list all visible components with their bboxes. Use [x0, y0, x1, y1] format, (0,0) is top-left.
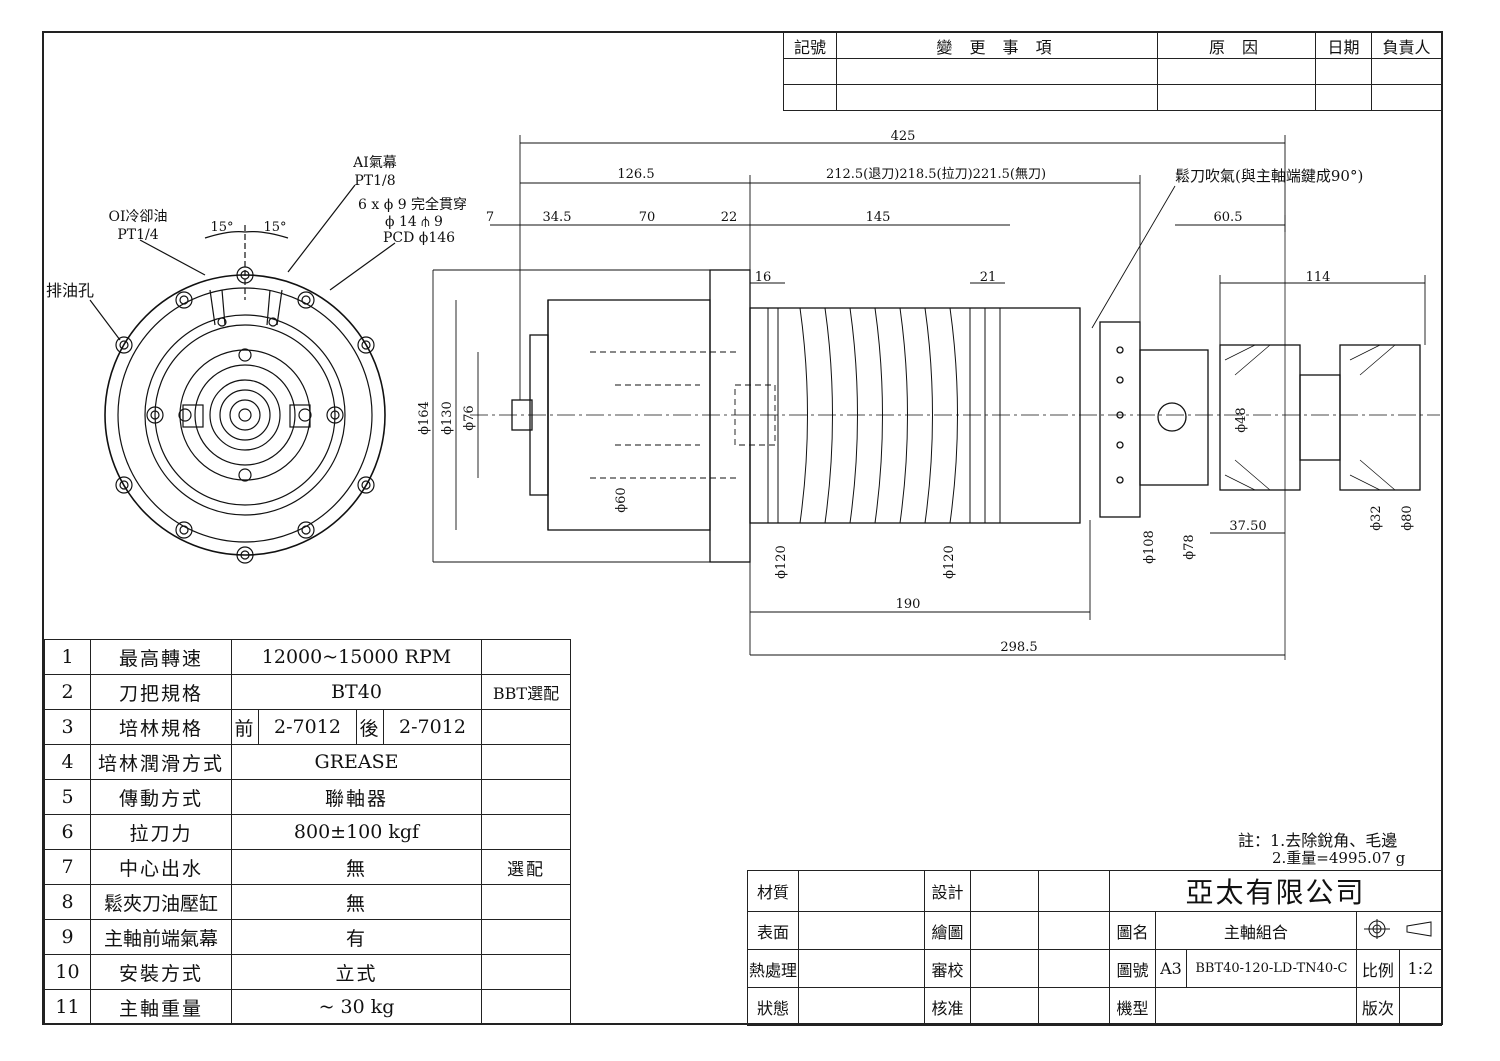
spec-row-7: 7 中心出水 無 選配 — [44, 849, 571, 885]
tb-version-label: 版次 — [1355, 987, 1400, 1026]
spec-row-6: 6 拉刀力 800±100 kgf — [44, 814, 571, 850]
dim-phi120-b: ϕ120 — [942, 545, 957, 579]
tb-review: 審校 — [924, 949, 971, 988]
tb-material: 材質 — [747, 870, 799, 912]
note-2: 2.重量=4995.07 g — [1272, 849, 1406, 867]
dim-145: 145 — [866, 210, 891, 225]
note-angle-1: 15° — [210, 220, 233, 235]
dim-phi48: ϕ48 — [1234, 407, 1249, 432]
tb-name-value: 主軸組合 — [1155, 911, 1357, 950]
note-hole-2: ϕ 14 ⫛ 9 — [385, 214, 443, 230]
note-ai-air: AI氣幕 — [352, 155, 397, 171]
dim-phi76: ϕ76 — [462, 405, 477, 430]
tb-scale-value: 1:2 — [1398, 949, 1443, 988]
spec-table: 1 最高轉速 12000~15000 RPM 2 刀把規格 BT40 BBT選配… — [44, 639, 571, 1025]
spec-row-8: 8 鬆夾刀油壓缸 無 — [44, 884, 571, 920]
title-block: 材質 設計 亞太有限公司 表面 繪圖 圖名 主軸組合 熱處理 審校 圖號 — [747, 870, 1443, 1026]
spec-row-4: 4 培林潤滑方式 GREASE — [44, 744, 571, 780]
dim-phi32: ϕ32 — [1369, 505, 1384, 530]
tb-surface: 表面 — [747, 911, 799, 950]
note-1: 註：1.去除銳角、毛邊 — [1238, 831, 1397, 850]
tb-state: 狀態 — [747, 987, 799, 1026]
tb-scale-label: 比例 — [1355, 949, 1400, 988]
side-view — [470, 215, 1440, 660]
tb-no-label: 圖號 — [1109, 949, 1156, 988]
spec-row-9: 9 主軸前端氣幕 有 — [44, 919, 571, 955]
spec-row-1: 1 最高轉速 12000~15000 RPM — [44, 639, 571, 675]
dimension-lines — [432, 135, 1426, 656]
dim-phi78: ϕ78 — [1182, 534, 1197, 559]
dim-425: 425 — [891, 129, 916, 144]
dim-phi164: ϕ164 — [417, 401, 432, 435]
dim-37-50: 37.50 — [1229, 519, 1266, 534]
dim-phi130: ϕ130 — [440, 401, 455, 435]
tb-draw: 繪圖 — [924, 911, 971, 950]
front-view — [89, 184, 396, 564]
spec-row-10: 10 安裝方式 立式 — [44, 954, 571, 990]
annotations: AI氣幕 PT1/8 6 x ϕ 9 完全貫穿 ϕ 14 ⫛ 9 PCD ϕ14… — [46, 155, 1406, 867]
drawing-frame — [42, 31, 1443, 1025]
dim-phi80: ϕ80 — [1400, 505, 1415, 530]
tb-approve: 核准 — [924, 987, 971, 1026]
note-ai-pt: PT1/8 — [354, 173, 395, 189]
dim-190: 190 — [896, 597, 921, 612]
dim-34-5: 34.5 — [543, 210, 572, 225]
release-air-leader — [1091, 185, 1176, 329]
note-angle-2: 15° — [263, 220, 286, 235]
tb-name-label: 圖名 — [1109, 911, 1156, 950]
tb-design: 設計 — [924, 870, 971, 912]
dim-7: 7 — [486, 210, 494, 225]
spec-row-3: 3 培林規格 前 2-7012 後 2-7012 — [44, 709, 571, 745]
dim-70: 70 — [639, 210, 656, 225]
tb-no-value: BBT40-120-LD-TN40-C — [1186, 949, 1357, 988]
dim-phi108: ϕ108 — [1142, 530, 1157, 564]
note-drain: 排油孔 — [46, 281, 94, 300]
note-hole-3: PCD ϕ146 — [383, 230, 455, 246]
tb-size: A3 — [1155, 949, 1187, 988]
dim-phi120-a: ϕ120 — [774, 545, 789, 579]
tb-heat: 熱處理 — [747, 949, 799, 988]
note-hole-1: 6 x ϕ 9 完全貫穿 — [358, 196, 467, 213]
dim-212: 212.5(退刀)218.5(拉刀)221.5(無刀) — [826, 167, 1046, 182]
tb-company: 亞太有限公司 — [1109, 870, 1442, 912]
dim-114: 114 — [1306, 270, 1331, 285]
dimension-texts: 425 126.5 212.5(退刀)218.5(拉刀)221.5(無刀) 7 … — [417, 129, 1415, 655]
dim-phi60: ϕ60 — [614, 487, 629, 512]
dim-126-5: 126.5 — [617, 167, 654, 182]
rev-header-change: 變 更 事 項 — [836, 32, 1158, 59]
revision-table: 記號 變 更 事 項 原 因 日期 負責人 — [783, 32, 1442, 111]
spec-row-2: 2 刀把規格 BT40 BBT選配 — [44, 674, 571, 710]
tb-projection-icon — [1355, 911, 1443, 950]
dim-60-5: 60.5 — [1214, 210, 1243, 225]
tb-model-label: 機型 — [1109, 987, 1156, 1026]
note-oil-2: PT1/4 — [117, 227, 158, 243]
dim-298-5: 298.5 — [1000, 640, 1037, 655]
spec-row-11: 11 主軸重量 ~ 30 kg — [44, 989, 571, 1025]
note-release-air: 鬆刀吹氣(與主軸端鍵成90°) — [1175, 167, 1363, 185]
dim-16: 16 — [755, 270, 772, 285]
dim-22: 22 — [721, 210, 738, 225]
spec-row-5: 5 傳動方式 聯軸器 — [44, 779, 571, 815]
dim-21: 21 — [980, 270, 997, 285]
note-oil-1: OI冷卻油 — [108, 209, 167, 225]
